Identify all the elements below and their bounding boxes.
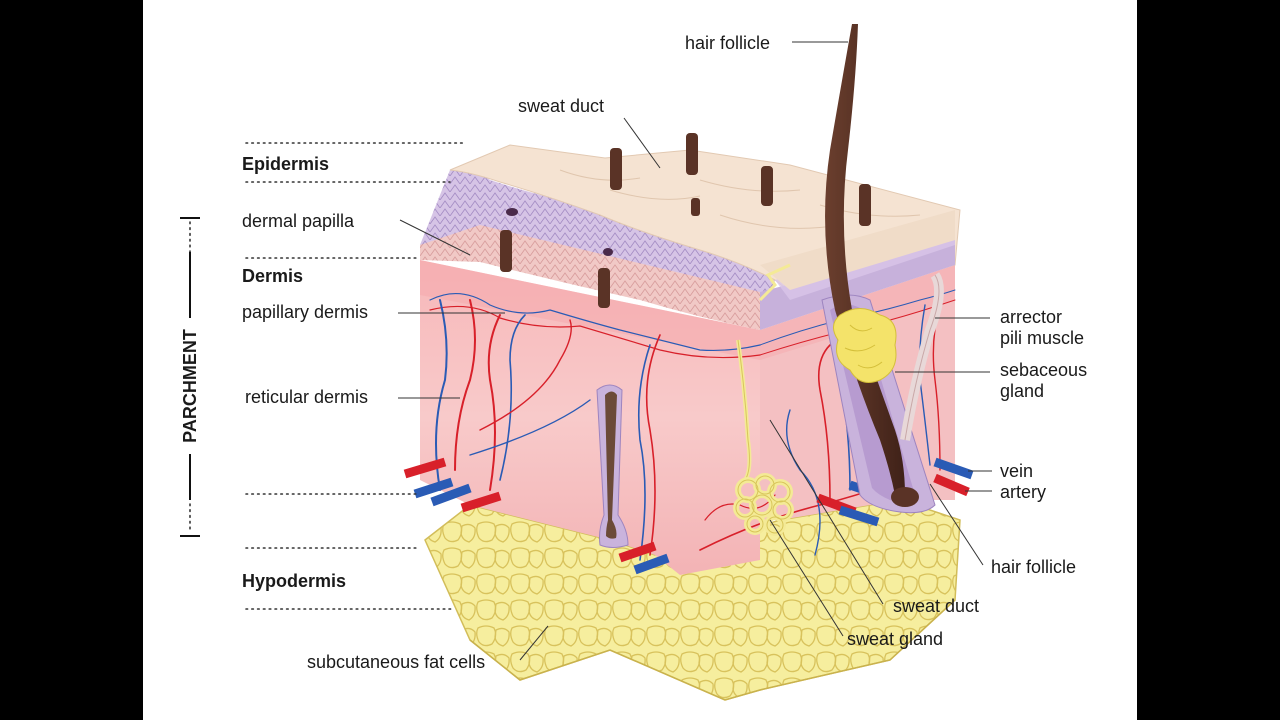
sweat-gland <box>733 263 794 536</box>
label-epidermis: Epidermis <box>242 154 329 174</box>
skin-diagram: PARCHMENT Epidermis Dermis Hypodermis ha… <box>180 24 1087 701</box>
label-sebaceous-2: gland <box>1000 381 1044 401</box>
label-reticular-dermis: reticular dermis <box>245 387 368 407</box>
label-vein: vein <box>1000 461 1033 481</box>
small-hair-follicle <box>596 384 629 548</box>
label-hypodermis: Hypodermis <box>242 571 346 591</box>
label-sweat-duct-top: sweat duct <box>518 96 604 116</box>
leader-lines <box>398 41 992 661</box>
label-hair-follicle-top: hair follicle <box>685 33 770 53</box>
label-hair-follicle-bottom: hair follicle <box>991 557 1076 577</box>
label-sebaceous-1: sebaceous <box>1000 360 1087 380</box>
label-papillary-dermis: papillary dermis <box>242 302 368 322</box>
label-sweat-duct-bottom: sweat duct <box>893 596 979 616</box>
layer-dividers <box>245 142 467 610</box>
main-hair-follicle <box>821 24 944 514</box>
bracket-label: PARCHMENT <box>180 329 200 443</box>
diagram-canvas: PARCHMENT Epidermis Dermis Hypodermis ha… <box>143 0 1137 720</box>
label-arrector-2: pili muscle <box>1000 328 1084 348</box>
surface-hairs <box>500 133 871 308</box>
labels: Epidermis Dermis Hypodermis hair follicl… <box>242 33 1087 672</box>
label-arrector-1: arrector <box>1000 307 1062 327</box>
parchment-bracket: PARCHMENT <box>180 217 200 537</box>
label-fat-cells: subcutaneous fat cells <box>307 652 485 672</box>
blood-vessels <box>429 289 956 561</box>
label-sweat-gland: sweat gland <box>847 629 943 649</box>
label-dermis: Dermis <box>242 266 303 286</box>
label-artery: artery <box>1000 482 1046 502</box>
label-dermal-papilla: dermal papilla <box>242 211 355 231</box>
